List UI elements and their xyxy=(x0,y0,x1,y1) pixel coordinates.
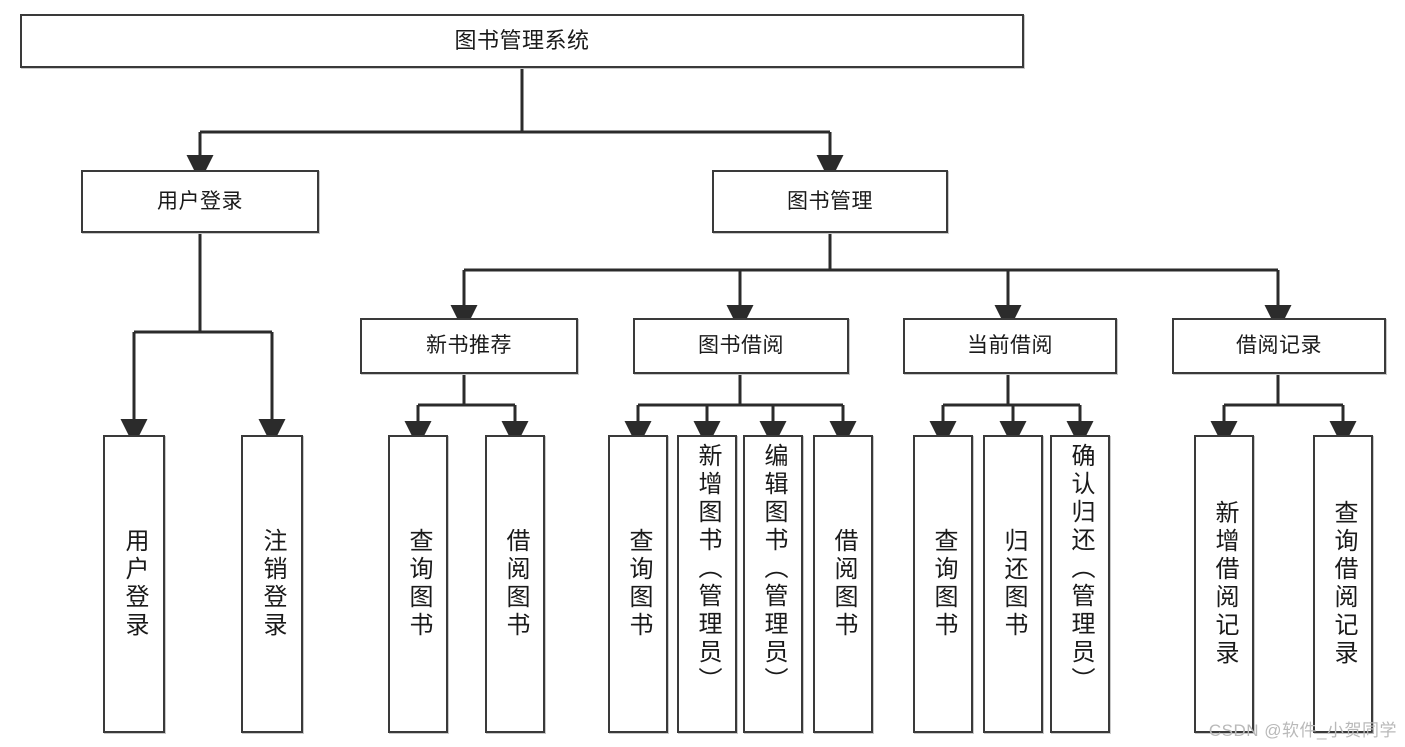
node-book-management-label: 图书管理 xyxy=(787,189,873,213)
node-book-borrow[interactable]: 图书借阅 xyxy=(633,318,849,374)
leaf-new-book-borrow-label: 借阅图书 xyxy=(502,528,529,640)
node-current-borrow[interactable]: 当前借阅 xyxy=(903,318,1117,374)
leaf-borrow-edit-book-label: 编辑图书（管理员） xyxy=(760,443,787,695)
leaf-borrow-edit-book[interactable]: 编辑图书（管理员） xyxy=(743,435,803,733)
leaf-current-confirm-return[interactable]: 确认归还（管理员） xyxy=(1050,435,1110,733)
leaf-current-query-book[interactable]: 查询图书 xyxy=(913,435,973,733)
leaf-user-login-logout[interactable]: 注销登录 xyxy=(241,435,303,733)
leaf-user-login-logout-label: 注销登录 xyxy=(259,528,286,640)
leaf-borrow-borrow-book-label: 借阅图书 xyxy=(830,528,857,640)
leaf-record-add[interactable]: 新增借阅记录 xyxy=(1194,435,1254,733)
leaf-new-book-query-label: 查询图书 xyxy=(405,528,432,640)
leaf-current-return-book-label: 归还图书 xyxy=(1000,528,1027,640)
node-new-book-recommend-label: 新书推荐 xyxy=(426,334,512,358)
leaf-current-return-book[interactable]: 归还图书 xyxy=(983,435,1043,733)
node-borrow-record-label: 借阅记录 xyxy=(1236,334,1322,358)
leaf-borrow-query-book-label: 查询图书 xyxy=(625,528,652,640)
leaf-borrow-add-book[interactable]: 新增图书（管理员） xyxy=(677,435,737,733)
node-root-label: 图书管理系统 xyxy=(454,27,590,53)
node-book-borrow-label: 图书借阅 xyxy=(698,334,784,358)
leaf-current-confirm-return-label: 确认归还（管理员） xyxy=(1067,443,1094,695)
csdn-watermark: CSDN @软件_小贺同学 xyxy=(1208,721,1397,740)
node-user-login-label: 用户登录 xyxy=(157,189,243,213)
leaf-current-query-book-label: 查询图书 xyxy=(930,528,957,640)
leaf-record-query-label: 查询借阅记录 xyxy=(1330,500,1357,668)
node-root[interactable]: 图书管理系统 xyxy=(20,14,1024,68)
node-current-borrow-label: 当前借阅 xyxy=(967,334,1053,358)
leaf-new-book-borrow[interactable]: 借阅图书 xyxy=(485,435,545,733)
leaf-borrow-add-book-label: 新增图书（管理员） xyxy=(694,443,721,695)
node-borrow-record[interactable]: 借阅记录 xyxy=(1172,318,1386,374)
node-user-login[interactable]: 用户登录 xyxy=(81,170,319,233)
leaf-borrow-borrow-book[interactable]: 借阅图书 xyxy=(813,435,873,733)
leaf-user-login-login[interactable]: 用户登录 xyxy=(103,435,165,733)
leaf-user-login-login-label: 用户登录 xyxy=(121,528,148,640)
node-new-book-recommend[interactable]: 新书推荐 xyxy=(360,318,578,374)
node-book-management[interactable]: 图书管理 xyxy=(712,170,948,233)
leaf-record-add-label: 新增借阅记录 xyxy=(1211,500,1238,668)
leaf-borrow-query-book[interactable]: 查询图书 xyxy=(608,435,668,733)
leaf-record-query[interactable]: 查询借阅记录 xyxy=(1313,435,1373,733)
leaf-new-book-query[interactable]: 查询图书 xyxy=(388,435,448,733)
